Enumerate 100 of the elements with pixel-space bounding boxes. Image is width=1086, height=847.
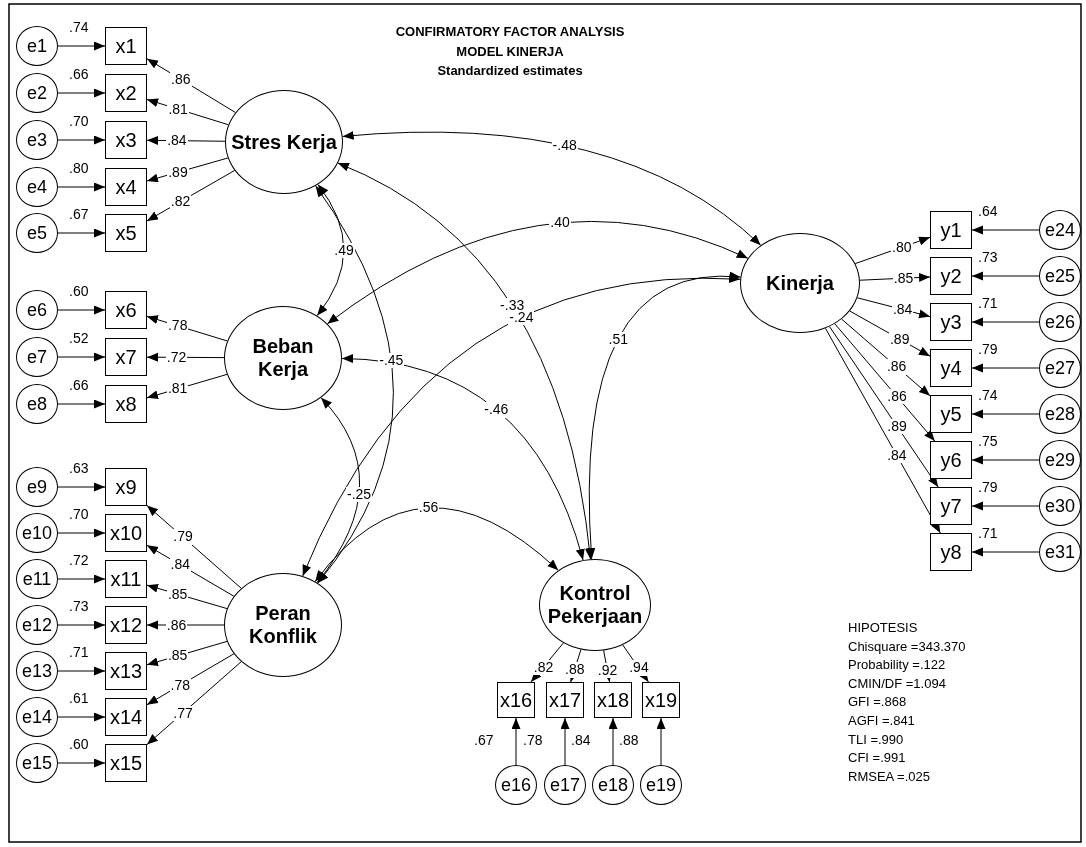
squared-correlation-value: .78 — [523, 732, 543, 748]
indicator-box: y4 — [930, 349, 972, 387]
error-term-ellipse: e2 — [16, 73, 58, 113]
error-term-ellipse: e17 — [544, 765, 586, 805]
indicator-box: x14 — [105, 698, 147, 736]
arrow — [560, 717, 570, 766]
arrow — [57, 228, 106, 238]
indicator-box: y1 — [930, 211, 972, 249]
edge-label: .89 — [886, 418, 908, 434]
arrow — [971, 225, 1040, 235]
fit-statistic: CMIN/DF =1.094 — [848, 675, 946, 691]
error-term-ellipse: e11 — [16, 559, 58, 599]
squared-correlation-value: .64 — [978, 203, 998, 219]
arrow — [146, 653, 235, 706]
covariance-arrow — [586, 272, 741, 560]
arrow — [656, 717, 666, 766]
error-term-ellipse: e4 — [16, 167, 58, 207]
indicator-box: x16 — [497, 682, 535, 718]
squared-correlation-value: .67 — [474, 732, 494, 748]
edge-label: .86 — [165, 617, 188, 633]
error-term-ellipse: e28 — [1039, 394, 1081, 434]
indicator-box: y3 — [930, 303, 972, 341]
arrow — [57, 135, 106, 145]
edge-label: .94 — [628, 660, 650, 676]
indicator-box: x1 — [105, 27, 147, 65]
fit-statistic: TLI =.990 — [848, 731, 904, 747]
edge-label: .92 — [596, 662, 619, 678]
indicator-box: x15 — [105, 744, 147, 782]
error-term-ellipse: e31 — [1039, 532, 1081, 572]
squared-correlation-value: .63 — [69, 460, 89, 476]
squared-correlation-value: .79 — [978, 479, 998, 495]
arrow — [57, 399, 106, 409]
arrow — [511, 717, 521, 766]
error-term-ellipse: e1 — [16, 26, 58, 66]
error-term-ellipse: e18 — [592, 765, 634, 805]
error-term-ellipse: e8 — [16, 384, 58, 424]
squared-correlation-value: .72 — [69, 552, 89, 568]
diagram-title: CONFIRMATORY FACTOR ANALYSIS MODEL KINERJA — [394, 23, 626, 61]
indicator-box: x3 — [105, 121, 147, 159]
squared-correlation-value: .80 — [69, 160, 89, 176]
arrow — [57, 482, 106, 492]
arrow — [971, 455, 1040, 465]
arrow — [57, 41, 106, 51]
edge-label: .49 — [333, 242, 355, 258]
squared-correlation-value: .73 — [978, 249, 998, 265]
covariance-arrow — [302, 274, 741, 577]
fit-statistic: GFI =.868 — [848, 694, 907, 710]
indicator-box: x18 — [594, 682, 632, 718]
indicator-box: x19 — [642, 682, 680, 718]
edge-label: .51 — [607, 331, 629, 347]
covariance-arrow — [342, 131, 762, 246]
squared-correlation-value: .66 — [69, 377, 89, 393]
error-term-ellipse: e7 — [16, 337, 58, 377]
edge-label: .84 — [886, 447, 908, 464]
edge-label: .89 — [889, 331, 911, 347]
edge-label: .81 — [167, 101, 189, 117]
arrow — [57, 574, 106, 584]
squared-correlation-value: .70 — [69, 113, 89, 129]
edge-label: -.24 — [508, 310, 535, 326]
squared-correlation-value: .60 — [69, 283, 89, 299]
arrow — [971, 317, 1040, 327]
arrow — [57, 666, 106, 676]
arrow — [849, 310, 931, 357]
indicator-box: x8 — [105, 385, 147, 423]
edge-label: .78 — [169, 677, 191, 694]
edge-label: .82 — [532, 659, 555, 676]
latent-variable-ellipse: Stres Kerja — [225, 90, 343, 194]
squared-correlation-value: .52 — [69, 330, 89, 346]
indicator-box: y5 — [930, 395, 972, 433]
fit-statistic: Probability =.122 — [848, 657, 946, 673]
fit-statistic: Chisquare =343.370 — [848, 638, 966, 654]
edge-label: .82 — [169, 194, 192, 210]
squared-correlation-value: .74 — [978, 387, 998, 403]
squared-correlation-value: .71 — [978, 295, 998, 311]
arrow — [57, 305, 106, 315]
fit-statistic: HIPOTESIS — [848, 620, 918, 635]
covariance-arrow — [315, 185, 394, 584]
covariance-arrow — [314, 507, 559, 582]
arrow — [824, 327, 941, 534]
arrow — [57, 528, 106, 538]
arrow — [829, 326, 939, 488]
arrow — [971, 547, 1040, 557]
indicator-box: x7 — [105, 338, 147, 376]
indicator-box: x9 — [105, 468, 147, 506]
latent-variable-ellipse: Peran Konflik — [224, 573, 342, 677]
arrow — [834, 323, 936, 442]
error-term-ellipse: e25 — [1039, 256, 1081, 296]
indicator-box: x4 — [105, 168, 147, 206]
error-term-ellipse: e9 — [16, 467, 58, 507]
edge-label: -.45 — [378, 352, 405, 369]
latent-variable-ellipse: Kinerja — [740, 233, 860, 333]
indicator-box: x6 — [105, 291, 147, 329]
covariance-arrow — [326, 221, 749, 325]
arrow — [146, 352, 225, 362]
edge-label: .79 — [172, 529, 194, 545]
squared-correlation-value: .84 — [571, 732, 591, 748]
edge-label: .86 — [170, 71, 192, 88]
error-term-ellipse: e30 — [1039, 486, 1081, 526]
subtitle: Standardized estimates — [436, 63, 584, 78]
error-term-ellipse: e13 — [16, 651, 58, 691]
